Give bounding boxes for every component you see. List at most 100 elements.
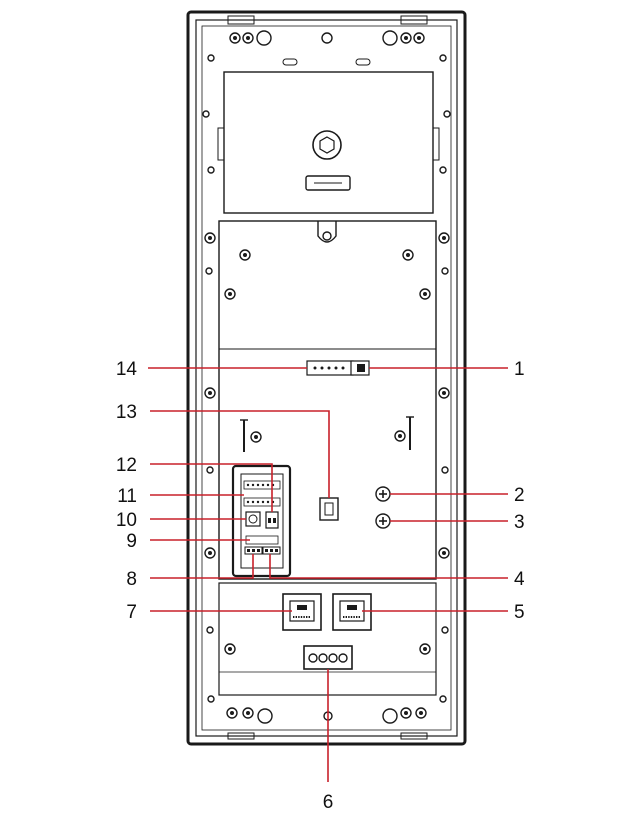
terminal-pin bbox=[270, 549, 273, 552]
pin bbox=[334, 366, 338, 370]
dip-slider bbox=[273, 518, 276, 523]
screw-dot bbox=[246, 36, 250, 40]
side-hole bbox=[441, 267, 449, 275]
top-screw-left-3 bbox=[256, 30, 272, 46]
side-hole bbox=[441, 626, 449, 634]
hanger-hole bbox=[322, 231, 332, 241]
screw-dot bbox=[419, 711, 423, 715]
leader-12 bbox=[150, 463, 273, 512]
screw-dot bbox=[442, 391, 446, 395]
component-10-button bbox=[245, 511, 261, 527]
button-frame bbox=[319, 497, 339, 521]
terminal-pin bbox=[252, 549, 255, 552]
component-12-dip-switch bbox=[265, 511, 279, 529]
housing-panel-edge bbox=[201, 25, 452, 731]
screw-dot bbox=[406, 253, 410, 257]
dip-slider bbox=[268, 518, 271, 523]
camera-side-clip-right bbox=[432, 127, 440, 161]
side-hole bbox=[206, 626, 214, 634]
corner-hole bbox=[207, 54, 215, 62]
leader-8 bbox=[150, 554, 254, 579]
pin bbox=[320, 366, 324, 370]
callout-labels: 14 1 13 12 11 2 10 3 9 8 4 7 5 6 bbox=[116, 359, 525, 813]
callout-label-2: 2 bbox=[514, 485, 525, 506]
terminal-pin bbox=[247, 549, 250, 552]
callout-label-11: 11 bbox=[117, 486, 137, 507]
top-hanger bbox=[317, 221, 337, 243]
callout-label-3: 3 bbox=[514, 512, 525, 533]
side-hole bbox=[443, 110, 451, 118]
port-latch bbox=[297, 605, 307, 610]
screw-dot bbox=[230, 711, 234, 715]
pin bbox=[313, 366, 317, 370]
pin bbox=[261, 500, 265, 504]
top-screw-right-1 bbox=[382, 30, 398, 46]
bottom-tab-left bbox=[227, 732, 255, 740]
top-tab-right bbox=[400, 15, 428, 25]
pin bbox=[256, 500, 260, 504]
terminal-screw bbox=[338, 653, 348, 663]
pin bbox=[341, 366, 345, 370]
callout-label-6: 6 bbox=[323, 792, 334, 813]
callout-label-7: 7 bbox=[126, 602, 137, 623]
camera-lens-hex bbox=[319, 136, 335, 154]
callout-label-14: 14 bbox=[116, 359, 138, 380]
callout-label-10: 10 bbox=[116, 510, 137, 531]
side-hole bbox=[207, 166, 215, 174]
screw-dot bbox=[442, 236, 446, 240]
top-center-hole bbox=[321, 32, 333, 44]
screw-dot bbox=[208, 551, 212, 555]
corner-hole bbox=[207, 695, 215, 703]
bottom-tab-right bbox=[400, 732, 428, 740]
side-hole bbox=[202, 110, 210, 118]
screw-dot bbox=[243, 253, 247, 257]
leader-lines bbox=[148, 367, 508, 782]
screw-dot bbox=[398, 434, 402, 438]
top-tab-left bbox=[227, 15, 255, 25]
corner-hole bbox=[439, 695, 447, 703]
terminal-pin bbox=[257, 549, 260, 552]
callout-label-5: 5 bbox=[514, 602, 525, 623]
top-slot-right bbox=[355, 58, 371, 66]
terminal-pin bbox=[265, 549, 268, 552]
screw-dot bbox=[417, 36, 421, 40]
camera-side-clip-left bbox=[217, 127, 225, 161]
bottom-screw bbox=[257, 708, 273, 724]
pin bbox=[246, 500, 250, 504]
side-hole bbox=[439, 166, 447, 174]
component-11-header bbox=[243, 480, 281, 490]
camera-module bbox=[202, 71, 451, 214]
screw-dot bbox=[233, 36, 237, 40]
screw-dot bbox=[442, 551, 446, 555]
callout-label-9: 9 bbox=[126, 531, 137, 552]
pin bbox=[327, 366, 331, 370]
bottom-screw bbox=[382, 708, 398, 724]
pin bbox=[266, 483, 270, 487]
callout-label-4: 4 bbox=[514, 569, 525, 590]
screw-dot bbox=[228, 292, 232, 296]
terminal-pin bbox=[275, 549, 278, 552]
screw-dot bbox=[423, 647, 427, 651]
side-hole bbox=[206, 466, 214, 474]
callout-label-12: 12 bbox=[116, 455, 137, 476]
screw-dot bbox=[208, 236, 212, 240]
component-13-button bbox=[319, 497, 339, 521]
pin bbox=[251, 500, 255, 504]
terminal-screw bbox=[318, 653, 328, 663]
port-latch bbox=[347, 605, 357, 610]
brackets bbox=[240, 416, 414, 452]
pin bbox=[261, 483, 265, 487]
corner-hole bbox=[439, 54, 447, 62]
pin bbox=[256, 483, 260, 487]
terminal-screw bbox=[308, 653, 318, 663]
component-7-rj45-port bbox=[282, 593, 322, 631]
side-hole bbox=[441, 466, 449, 474]
top-mounting bbox=[207, 15, 447, 66]
pin bbox=[251, 483, 255, 487]
screw-dot bbox=[246, 711, 250, 715]
leader-13 bbox=[150, 410, 330, 498]
screw-dot bbox=[404, 711, 408, 715]
callout-label-1: 1 bbox=[514, 359, 525, 380]
side-hole bbox=[205, 267, 213, 275]
